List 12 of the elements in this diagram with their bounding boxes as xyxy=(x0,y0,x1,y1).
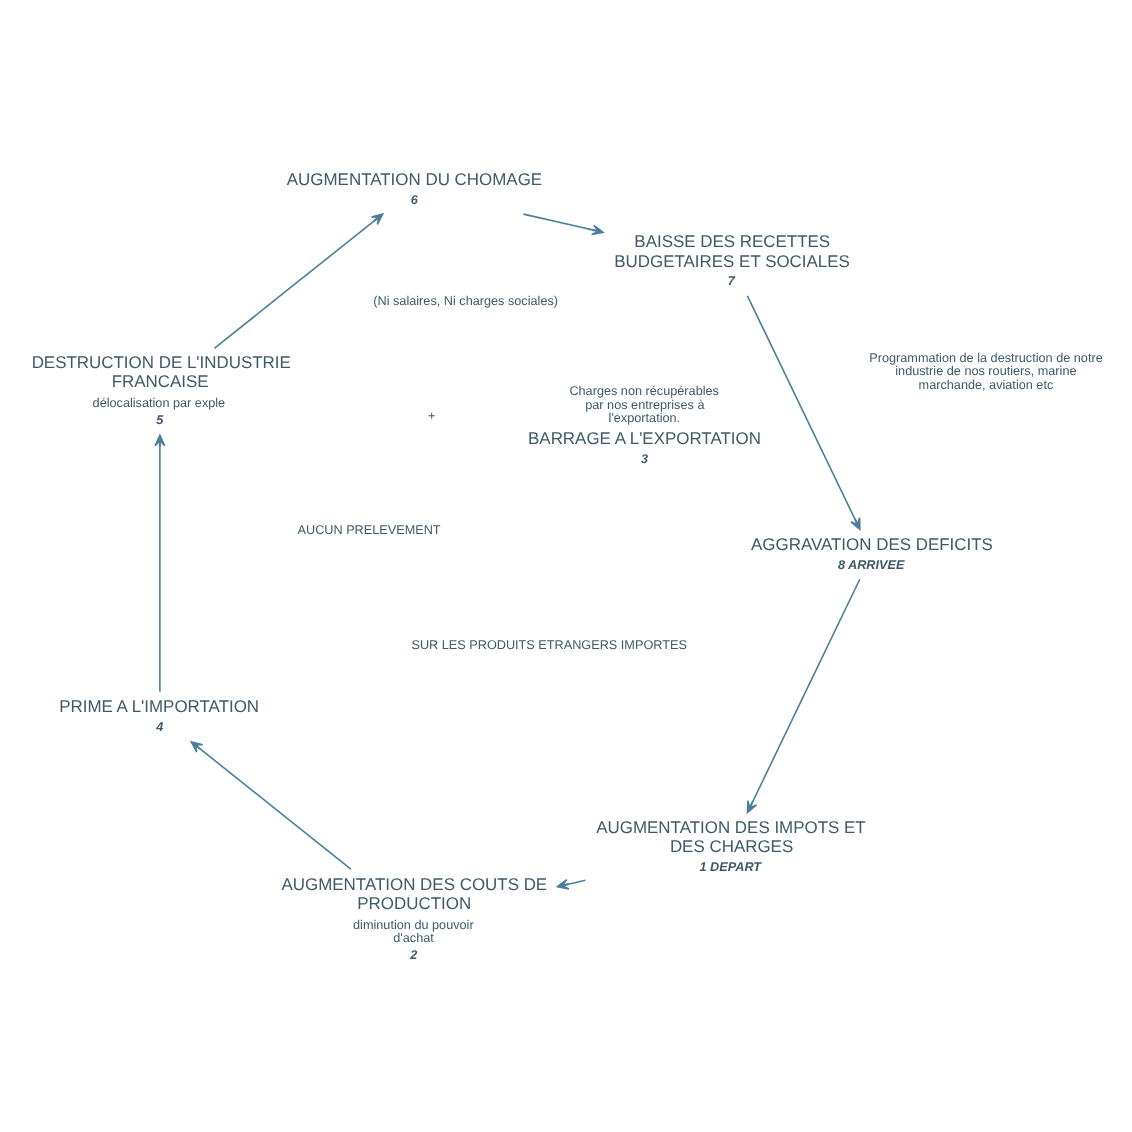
arrow xyxy=(746,577,861,813)
node-text: AGGRAVATION DES DEFICITS xyxy=(751,532,993,553)
arrow xyxy=(522,212,604,235)
node-text: BAISSE DES RECETTES BUDGETAIRES ET SOCIALES xyxy=(614,230,850,270)
node-text: AUGMENTATION DES IMPOTS ET DES CHARGES xyxy=(596,816,866,856)
arrow xyxy=(556,877,587,889)
node-text: PRIME A L'IMPORTATION xyxy=(59,695,260,716)
arrow xyxy=(213,212,384,349)
arrow xyxy=(746,294,861,530)
arrow xyxy=(190,740,352,869)
arrow xyxy=(154,433,166,692)
node-text: AUGMENTATION DU CHOMAGE xyxy=(286,167,543,188)
